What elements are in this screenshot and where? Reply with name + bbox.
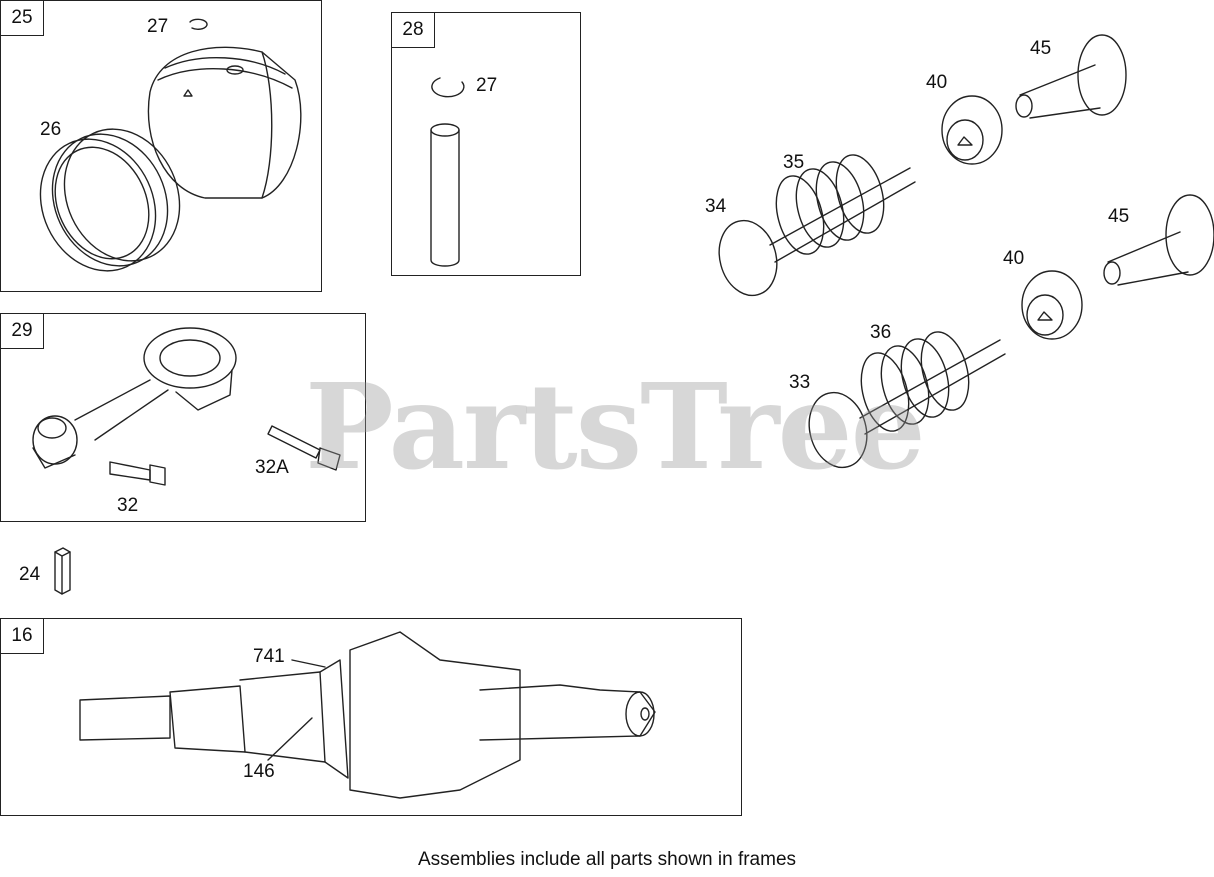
- bolt-32a: [267, 425, 341, 471]
- valve-seal-40b: [1021, 270, 1083, 340]
- label-24: 24: [19, 564, 41, 585]
- frame-29: 29: [0, 313, 366, 522]
- valve-seal-40a: [941, 95, 1003, 165]
- piston-rings-26: [39, 128, 181, 272]
- label-40b: 40: [1003, 248, 1025, 269]
- valve-spring-36: [860, 331, 970, 432]
- label-45b: 45: [1108, 206, 1130, 227]
- retaining-ring-27b: [431, 77, 465, 98]
- label-45a: 45: [1030, 38, 1052, 59]
- label-27b: 27: [476, 75, 498, 96]
- label-26: 26: [40, 119, 62, 140]
- frame-28: 28: [391, 12, 581, 276]
- label-40a: 40: [926, 72, 948, 93]
- label-27a: 27: [147, 16, 169, 37]
- piston-25: [147, 46, 302, 199]
- piston-pin-28: [430, 123, 460, 267]
- frame-25: 25: [0, 0, 322, 292]
- valve-33: [808, 339, 1006, 469]
- key-24: [54, 547, 71, 595]
- crankshaft-16: [79, 631, 656, 799]
- valve-guide-45b: [1103, 194, 1214, 286]
- valve-guide-45a: [1015, 34, 1127, 119]
- bolt-32: [109, 461, 166, 486]
- label-35: 35: [783, 152, 805, 173]
- frames-caption: Assemblies include all parts shown in fr…: [417, 849, 797, 870]
- frame-tag-25: 25: [0, 0, 44, 36]
- leader-146: [267, 717, 313, 761]
- leader-741: [291, 659, 326, 668]
- frame-tag-16: 16: [0, 618, 44, 654]
- valve-34: [718, 167, 916, 297]
- valve-spring-35: [775, 154, 885, 255]
- label-34: 34: [705, 196, 727, 217]
- label-33: 33: [789, 372, 811, 393]
- label-741: 741: [253, 646, 285, 667]
- label-146: 146: [243, 761, 275, 782]
- label-32: 32: [117, 495, 139, 516]
- frame-16: 16: [0, 618, 742, 816]
- retaining-ring-27a: [189, 18, 208, 30]
- watermark: PartsTree: [305, 357, 926, 496]
- connecting-rod-29: [32, 327, 237, 469]
- frame-tag-28: 28: [391, 12, 435, 48]
- label-36: 36: [870, 322, 892, 343]
- label-32a: 32A: [255, 457, 289, 478]
- frame-tag-29: 29: [0, 313, 44, 349]
